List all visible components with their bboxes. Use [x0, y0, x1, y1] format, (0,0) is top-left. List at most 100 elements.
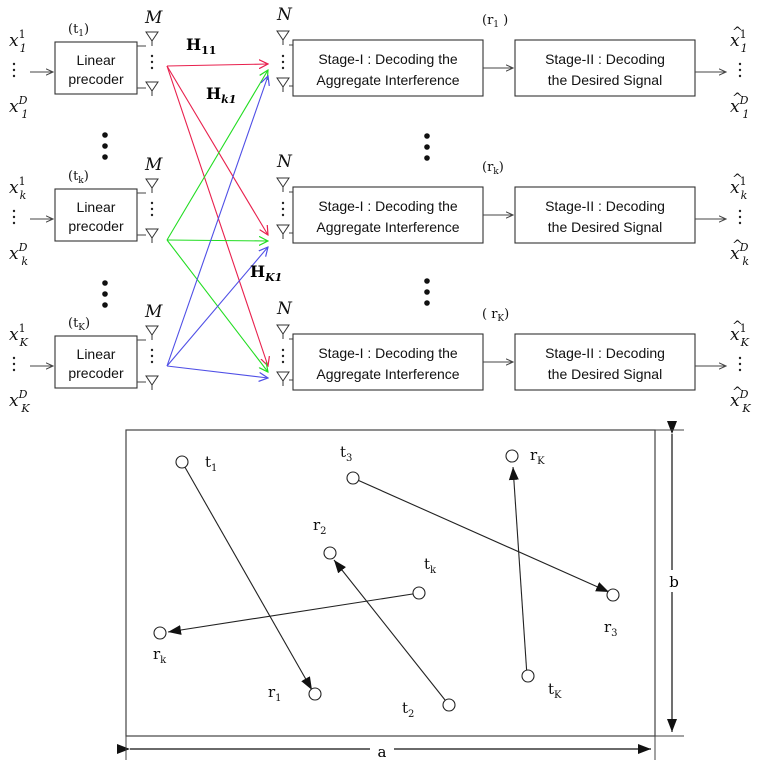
rx-antenna-count: N	[276, 152, 293, 172]
node-label-t1: t1	[205, 453, 217, 474]
stage1-label-line1: Stage-I : Decoding the	[318, 198, 458, 214]
node-t1	[175, 455, 189, 469]
tx-antenna-top	[145, 178, 159, 193]
width-label: a	[378, 743, 387, 761]
tx-tag: (tk)	[68, 169, 89, 186]
stage1-box	[292, 333, 484, 391]
link-tk-rk	[167, 592, 420, 635]
rx-antenna-count: N	[276, 299, 293, 319]
node-t3	[346, 471, 360, 485]
rx-antenna-ellipsis	[281, 201, 285, 217]
channel-link-tK-r1	[166, 76, 268, 367]
node-label-rk: rk	[153, 645, 167, 666]
stage2-box	[514, 333, 696, 391]
stage1-label-line1: Stage-I : Decoding the	[318, 345, 458, 361]
output-ellipsis	[738, 62, 742, 78]
link-t3-r3	[352, 477, 610, 593]
stage1-label-line2: Aggregate Interference	[316, 72, 459, 88]
tx-antenna-bottom	[145, 81, 159, 96]
precoder-label-line2: precoder	[68, 365, 124, 381]
stage1-label-line1: Stage-I : Decoding the	[318, 51, 458, 67]
network-layout-panel: t1 r1 t3 r3 rK tK r2 t2 tk rk a b	[117, 421, 684, 761]
stage2-label-line1: Stage-II : Decoding	[545, 51, 665, 67]
output-symbol-first-hat: ^	[732, 319, 743, 334]
output-symbol-last-hat: ^	[732, 385, 743, 400]
height-label: b	[669, 573, 679, 591]
stage2-box	[514, 186, 696, 244]
node-tK	[521, 669, 535, 683]
tx-tag: (t1)	[68, 22, 89, 39]
stage2-label-line2: the Desired Signal	[548, 219, 662, 235]
channel-label-hk1: Hk1	[206, 84, 236, 106]
rx-antenna-top	[276, 30, 290, 45]
node-label-r3: r3	[604, 618, 618, 639]
stage1-box	[292, 39, 484, 97]
rx-antenna-ellipsis	[281, 54, 285, 70]
stage2-label-line1: Stage-II : Decoding	[545, 198, 665, 214]
tx-antenna-top	[145, 31, 159, 46]
tx-antenna-ellipsis	[150, 54, 154, 70]
output-ellipsis	[738, 356, 742, 372]
node-r3	[606, 588, 620, 602]
rx-tag: (rk)	[482, 160, 504, 177]
stage1-label-line2: Aggregate Interference	[316, 219, 459, 235]
channel-link-tk-r1	[166, 70, 268, 241]
node-label-t2: t2	[402, 699, 414, 720]
link-t2-r2	[333, 559, 450, 706]
stage2-box	[514, 39, 696, 97]
channel-labels: H11 Hk1 HK1	[186, 35, 282, 284]
stage2-label-line2: the Desired Signal	[548, 366, 662, 382]
link-t1-r1	[181, 461, 313, 691]
channel-links	[166, 64, 268, 378]
rx-antenna-bottom	[276, 224, 290, 239]
channel-label-hK1: HK1	[250, 262, 282, 284]
deployment-area	[125, 429, 656, 737]
channel-link-tK-rk	[166, 247, 268, 367]
stage1-box	[292, 186, 484, 244]
output-ellipsis	[738, 209, 742, 225]
stage2-label-line2: the Desired Signal	[548, 72, 662, 88]
node-t2	[442, 698, 456, 712]
row-ellipsis-dots	[102, 132, 430, 308]
rx-antenna-bottom	[276, 77, 290, 92]
node-rK	[505, 449, 519, 463]
node-r2	[323, 546, 337, 560]
rx-antenna-top	[276, 177, 290, 192]
node-label-tK: tK	[548, 680, 562, 701]
rx-antenna-bottom	[276, 371, 290, 386]
input-ellipsis	[12, 62, 16, 78]
stage2-label-line1: Stage-II : Decoding	[545, 345, 665, 361]
tx-antenna-top	[145, 325, 159, 340]
precoder-label-line1: Linear	[77, 199, 116, 215]
tx-antenna-ellipsis	[150, 201, 154, 217]
tx-antenna-count: M	[144, 302, 163, 322]
rx-antenna-ellipsis	[281, 348, 285, 364]
node-label-rK: rK	[530, 446, 545, 467]
channel-link-tK-rK	[166, 365, 268, 378]
tx-antenna-bottom	[145, 375, 159, 390]
node-label-t3: t3	[340, 443, 352, 464]
channel-link-t1-rk	[166, 65, 268, 235]
linear-precoder-box	[54, 335, 138, 389]
input-ellipsis	[12, 356, 16, 372]
precoder-label-line1: Linear	[77, 52, 116, 68]
precoder-label-line2: precoder	[68, 218, 124, 234]
channel-link-t1-r1	[166, 64, 268, 66]
precoder-label-line2: precoder	[68, 71, 124, 87]
tx-antenna-bottom	[145, 228, 159, 243]
output-symbol-first-hat: ^	[732, 25, 743, 40]
